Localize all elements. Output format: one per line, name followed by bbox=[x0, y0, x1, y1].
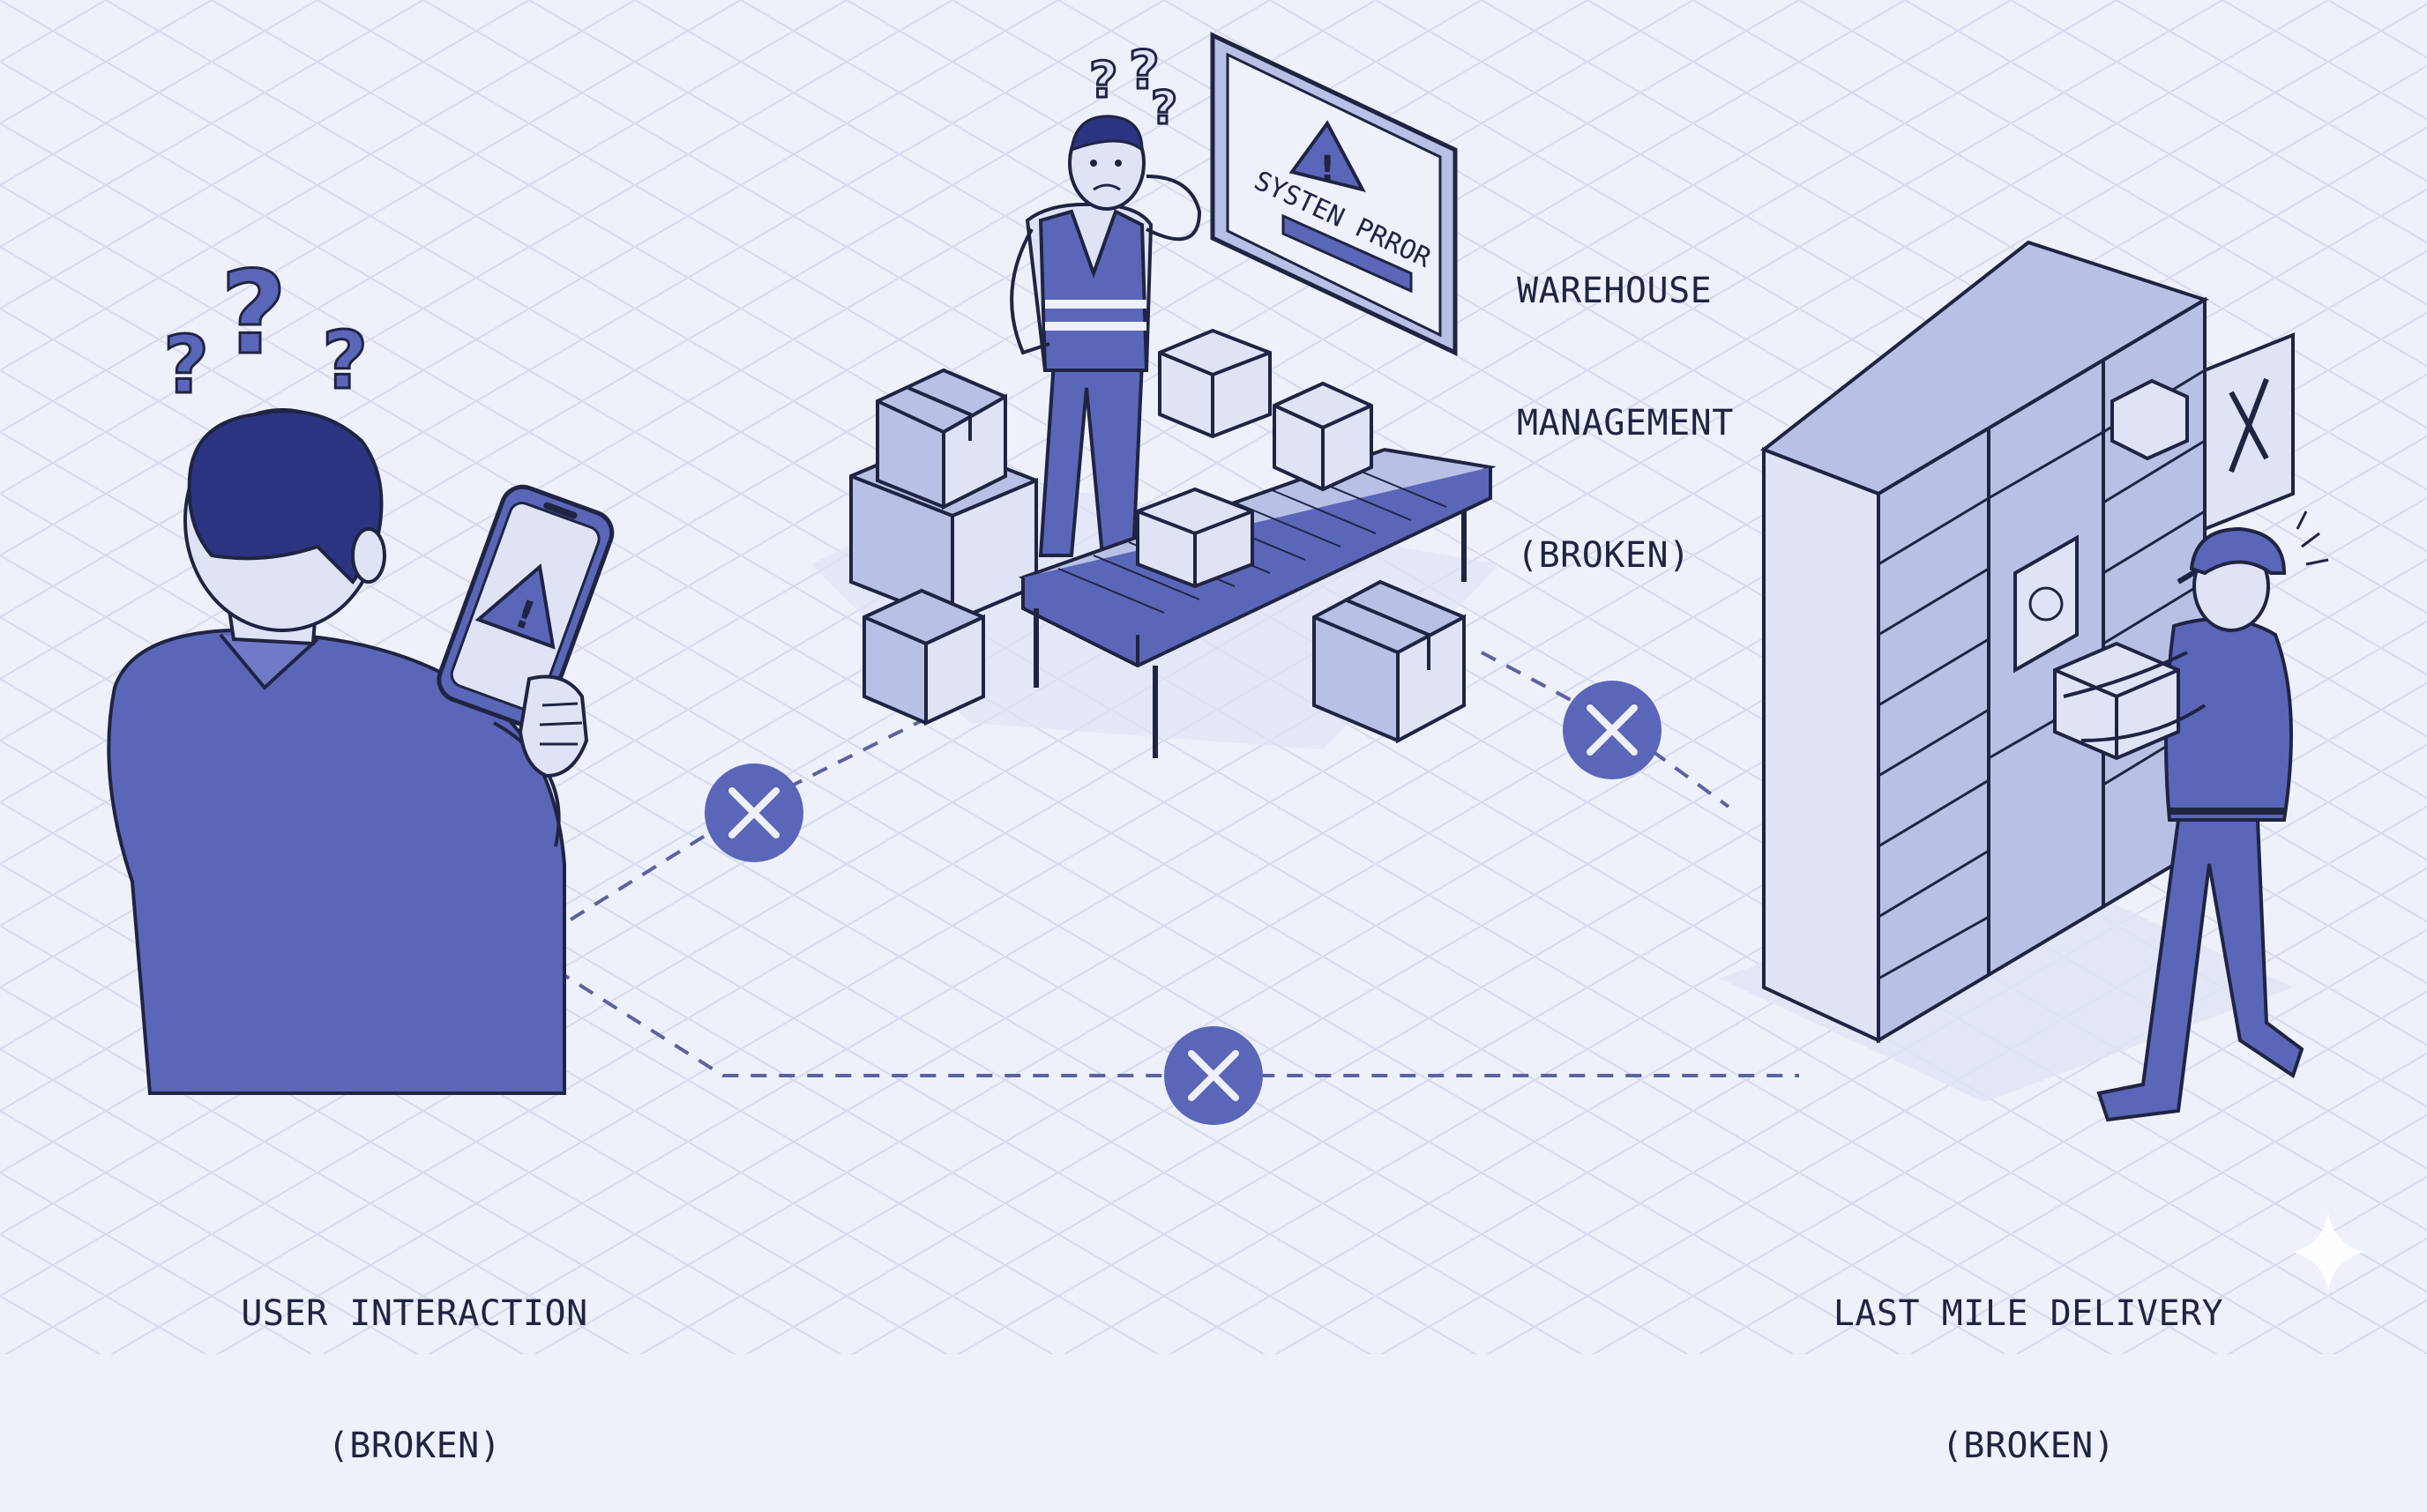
svg-text:?: ? bbox=[220, 246, 287, 380]
warning-icon: ! bbox=[474, 563, 556, 650]
connection-user-to-delivery bbox=[554, 968, 1799, 1077]
broken-link-x-icon bbox=[1563, 681, 1662, 779]
warehouse-scene: ! SYSTEN PRROR ? ? ? bbox=[811, 32, 1499, 758]
svg-text:!: ! bbox=[1319, 149, 1335, 190]
delivery-worker bbox=[2053, 510, 2329, 1122]
warning-icon: ! bbox=[1288, 120, 1366, 193]
user-label-line2: (BROKEN) bbox=[327, 1426, 502, 1466]
warehouse-worker: ? ? ? bbox=[1010, 39, 1202, 557]
question-mark-icon: ? ? ? bbox=[162, 245, 370, 413]
svg-text:?: ? bbox=[163, 319, 209, 412]
smartphone: ! bbox=[437, 484, 615, 728]
broken-supply-chain-illustration: ? ? ? ! bbox=[0, 0, 2427, 1354]
svg-text:?: ? bbox=[1089, 52, 1117, 109]
last-mile-delivery-label: LAST MILE DELIVERY (BROKEN) bbox=[1799, 1203, 2258, 1512]
broken-link-x-icon bbox=[705, 763, 803, 862]
parcel-locker-icon bbox=[1759, 240, 2295, 1044]
delivery-scene bbox=[1720, 240, 2329, 1122]
delivery-label-line1: LAST MILE DELIVERY bbox=[1833, 1293, 2224, 1334]
warehouse-management-label: WAREHOUSE MANAGEMENT (BROKEN) bbox=[1517, 181, 1734, 622]
user-figure: ? ? ? ! bbox=[107, 245, 615, 1095]
conveyor-belt-icon bbox=[1018, 328, 1497, 758]
user-interaction-label: USER INTERACTION (BROKEN) bbox=[212, 1203, 617, 1512]
warehouse-label-line2: MANAGEMENT bbox=[1517, 403, 1734, 443]
broken-link-x-icon bbox=[1164, 1026, 1263, 1125]
sparkle-icon bbox=[2293, 1212, 2364, 1292]
warehouse-label-line3: (BROKEN) bbox=[1517, 535, 1691, 576]
cardboard-box-icon bbox=[849, 368, 1038, 726]
user-label-line1: USER INTERACTION bbox=[241, 1293, 588, 1334]
svg-text:?: ? bbox=[322, 315, 368, 407]
connection-user-to-warehouse bbox=[545, 695, 971, 936]
svg-text:?: ? bbox=[1151, 82, 1177, 135]
question-mark-icon: ? ? ? bbox=[1088, 39, 1179, 137]
delivery-label-line2: (BROKEN) bbox=[1941, 1426, 2116, 1466]
warehouse-label-line1: WAREHOUSE bbox=[1517, 271, 1713, 311]
cardboard-box-icon bbox=[1312, 579, 1466, 744]
error-monitor: ! SYSTEN PRROR bbox=[1210, 32, 1458, 356]
svg-text:?: ? bbox=[1129, 40, 1160, 101]
